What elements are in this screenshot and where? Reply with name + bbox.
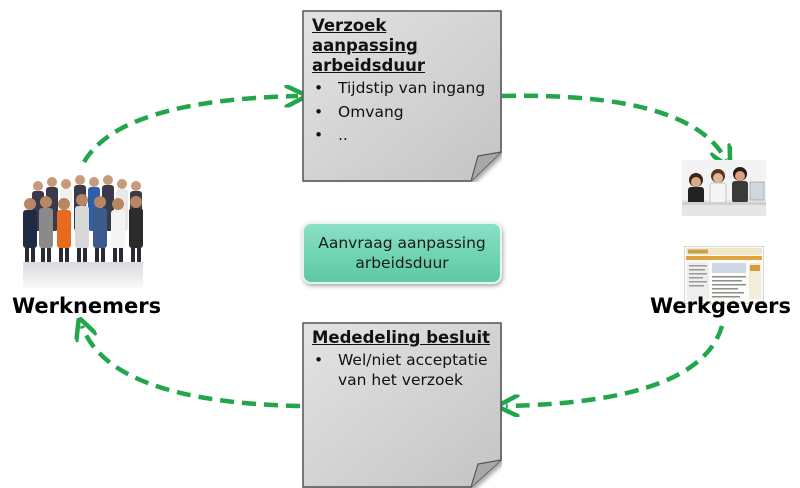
employers-label: Werkgevers — [650, 294, 792, 318]
employees-group-photo — [16, 175, 156, 292]
document-shape — [302, 322, 502, 488]
employees-label: Werknemers — [12, 294, 162, 318]
list-item: • .. — [314, 126, 348, 144]
request-title: Verzoek aanpassing arbeidsduur — [312, 16, 426, 75]
arrow-request-to-employers — [501, 93, 726, 160]
call-center-photo — [682, 160, 766, 216]
decision-items: • Wel/niet acceptatie van het verzoek — [312, 351, 490, 390]
list-item: • Tijdstip van ingang — [314, 79, 486, 97]
request-document: Verzoek aanpassing arbeidsduur • Tijdsti… — [302, 10, 502, 182]
arrow-employers-to-decision — [506, 325, 725, 406]
application-box-label: Aanvraag aanpassing arbeidsduur — [318, 234, 486, 272]
list-item: • Omvang — [314, 102, 404, 121]
list-item: • Wel/niet acceptatie van het verzoek — [314, 351, 488, 389]
document-shape — [302, 10, 502, 182]
decision-title: Mededeling besluit — [312, 328, 490, 347]
request-items: • Tijdstip van ingang • Omvang • .. — [312, 79, 490, 146]
arrow-decision-to-employees — [82, 326, 301, 409]
arrow-employees-to-request — [82, 96, 298, 164]
application-box: Aanvraag aanpassing arbeidsduur — [302, 222, 502, 284]
decision-document: Mededeling besluit • Wel/niet acceptatie… — [302, 322, 502, 488]
website-screenshot-photo — [684, 246, 764, 304]
